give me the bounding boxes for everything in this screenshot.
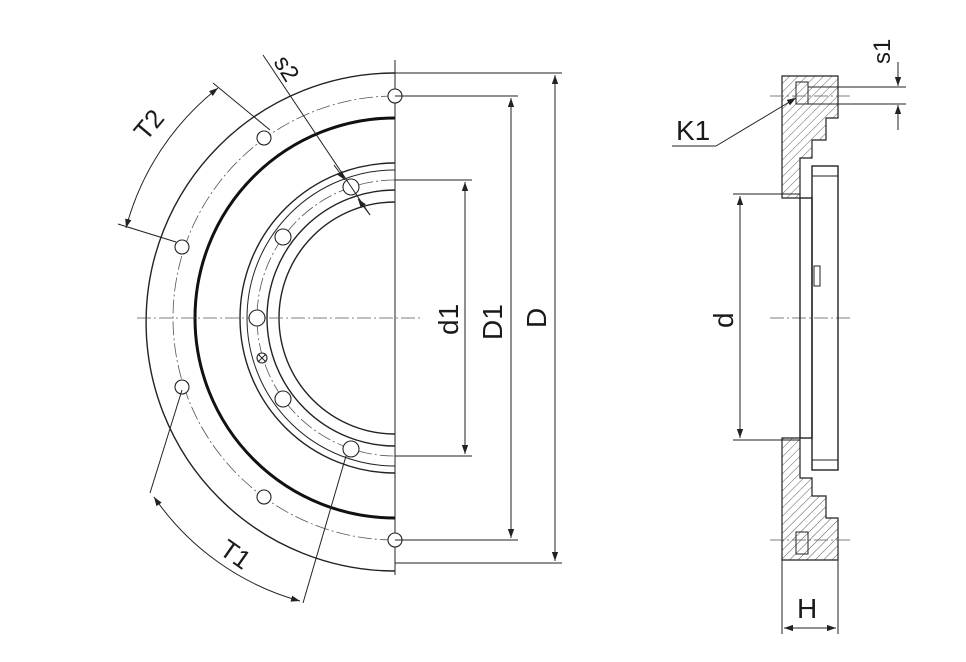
outer-ring-section-bottom	[781, 437, 839, 561]
t1-extension-line	[302, 455, 347, 604]
k1-label: K1	[676, 115, 710, 146]
flange-hole	[256, 489, 272, 505]
t1-label: T1	[215, 533, 257, 575]
inner-ring-hole	[342, 440, 360, 458]
inner-ring-hole	[248, 309, 266, 327]
d-label: d	[708, 312, 739, 328]
h-label: H	[797, 593, 817, 624]
s2-label: s2	[268, 51, 304, 87]
s2-leader-line	[262, 54, 371, 216]
k1-leader-line	[715, 97, 797, 147]
t2-label: T2	[128, 103, 170, 146]
d1-label: d1	[433, 304, 464, 335]
inner-ring-face	[811, 165, 839, 471]
section-bolt-hole-top	[795, 81, 809, 105]
section-view: K1 s1 d H	[672, 39, 906, 634]
front-view: T2 T1 s2 d1 D1 D	[117, 51, 562, 604]
section-bolt-hole-bottom	[795, 531, 809, 555]
inner-ring-hole	[274, 390, 292, 408]
inner-ring-outer-edge	[239, 162, 396, 474]
flange-hole	[174, 379, 190, 395]
inner-ring-hole	[274, 228, 292, 246]
outer-ring-section-top	[781, 75, 839, 199]
t2-dimension-arc	[125, 87, 219, 229]
t1-extension-line	[149, 389, 183, 494]
D1-label: D1	[477, 304, 508, 340]
flange-hole	[256, 130, 272, 146]
D-label: D	[521, 308, 552, 328]
bore-edge-outer	[266, 189, 396, 447]
flange-hole	[174, 239, 190, 255]
t1-dimension-arc	[153, 496, 301, 602]
t2-extension-line	[212, 82, 271, 131]
grease-nipple	[813, 265, 821, 287]
s1-label: s1	[869, 39, 896, 64]
